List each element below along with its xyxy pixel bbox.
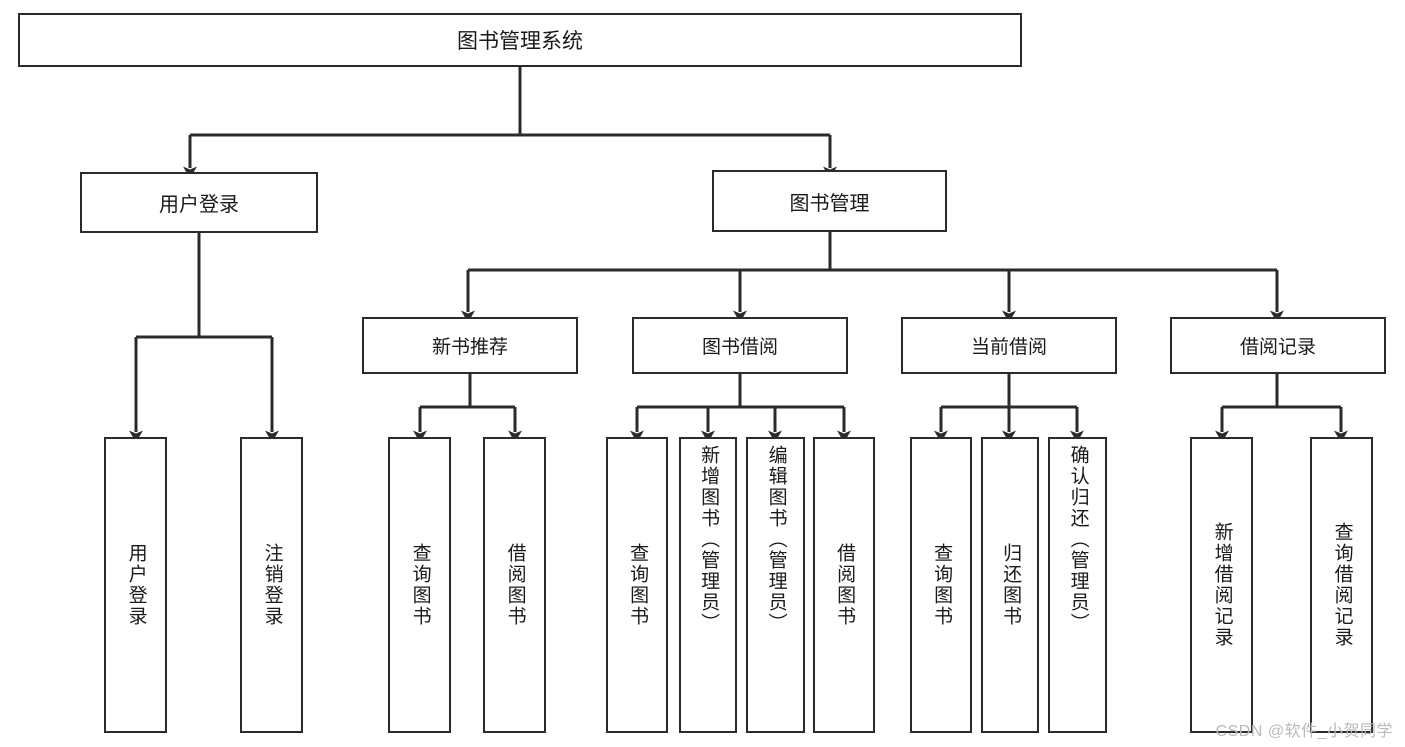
- leaf-borrow-book-1-label: 借阅图书: [504, 543, 526, 627]
- leaf-query-record-label: 查询借阅记录: [1331, 522, 1353, 648]
- leaf-query-book-1[interactable]: 查询图书: [388, 437, 451, 733]
- csdn-watermark: CSDN @软件_小贺同学: [1215, 723, 1393, 740]
- node-user-login-label: 用户登录: [159, 194, 239, 216]
- leaf-logout[interactable]: 注销登录: [240, 437, 303, 733]
- leaf-query-book-3-label: 查询图书: [931, 543, 953, 627]
- node-borrow-record[interactable]: 借阅记录: [1170, 317, 1386, 374]
- leaf-return-book[interactable]: 归还图书: [981, 437, 1039, 733]
- leaf-borrow-book-2-label: 借阅图书: [834, 543, 856, 627]
- leaf-query-book-2-label: 查询图书: [627, 543, 649, 627]
- leaf-confirm-return[interactable]: 确认归还（管理员）: [1048, 437, 1107, 733]
- node-current-borrow-label: 当前借阅: [970, 337, 1047, 358]
- node-root[interactable]: 图书管理系统: [18, 13, 1022, 67]
- leaf-user-login-label: 用户登录: [125, 543, 147, 627]
- leaf-add-book[interactable]: 新增图书（管理员）: [679, 437, 737, 733]
- node-user-login[interactable]: 用户登录: [80, 172, 318, 233]
- leaf-add-record[interactable]: 新增借阅记录: [1190, 437, 1253, 733]
- leaf-return-book-label: 归还图书: [1000, 543, 1022, 627]
- node-current-borrow[interactable]: 当前借阅: [901, 317, 1117, 374]
- leaf-edit-book[interactable]: 编辑图书（管理员）: [746, 437, 805, 733]
- node-book-manage[interactable]: 图书管理: [712, 170, 947, 232]
- leaf-borrow-book-2[interactable]: 借阅图书: [813, 437, 875, 733]
- leaf-query-book-1-label: 查询图书: [409, 543, 431, 627]
- leaf-query-book-2[interactable]: 查询图书: [606, 437, 668, 733]
- node-new-book-rec-label: 新书推荐: [431, 337, 508, 358]
- leaf-confirm-return-label: 确认归还（管理员）: [1067, 445, 1089, 634]
- leaf-borrow-book-1[interactable]: 借阅图书: [483, 437, 546, 733]
- node-book-manage-label: 图书管理: [789, 192, 870, 215]
- node-root-label: 图书管理系统: [457, 30, 583, 53]
- leaf-logout-label: 注销登录: [261, 543, 283, 627]
- node-new-book-rec[interactable]: 新书推荐: [362, 317, 578, 374]
- leaf-user-login[interactable]: 用户登录: [104, 437, 167, 733]
- leaf-add-record-label: 新增借阅记录: [1211, 522, 1233, 648]
- leaf-query-book-3[interactable]: 查询图书: [910, 437, 972, 733]
- node-book-borrow[interactable]: 图书借阅: [632, 317, 848, 374]
- node-borrow-record-label: 借阅记录: [1239, 337, 1316, 358]
- leaf-edit-book-label: 编辑图书（管理员）: [765, 445, 787, 634]
- node-book-borrow-label: 图书借阅: [701, 337, 778, 358]
- leaf-query-record[interactable]: 查询借阅记录: [1310, 437, 1373, 733]
- leaf-add-book-label: 新增图书（管理员）: [698, 445, 720, 634]
